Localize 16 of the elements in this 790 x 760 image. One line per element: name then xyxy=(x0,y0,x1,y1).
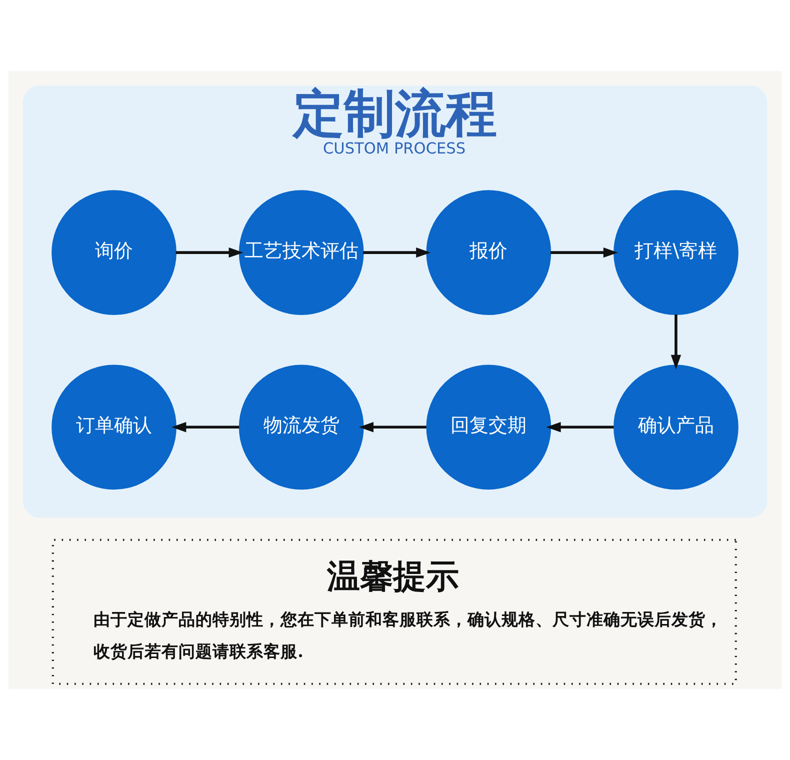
node-circle: 确认产品 xyxy=(614,364,738,490)
arrow xyxy=(358,422,426,432)
node-box: 温馨提示 由于定做产品的特别性，您在下单前和客服联系，确认规格、尺寸准确无误后发货，收货后若有问题请联系客服. xyxy=(52,538,737,685)
node-circle: 工艺技术评估 xyxy=(238,190,364,316)
node-circle: 回复交期 xyxy=(426,364,552,490)
arrow xyxy=(363,247,431,258)
arrow xyxy=(176,247,244,258)
node-circle: 询价 xyxy=(52,190,176,316)
node-circle: 报价 xyxy=(426,190,552,316)
arrow xyxy=(172,422,240,432)
arrow xyxy=(546,422,614,432)
node-circle: 订单确认 xyxy=(52,364,176,490)
arrow xyxy=(670,314,682,370)
node-circle: 物流发货 xyxy=(238,364,364,490)
arrow xyxy=(550,247,618,258)
node-circle: 打样\寄样 xyxy=(614,190,738,316)
